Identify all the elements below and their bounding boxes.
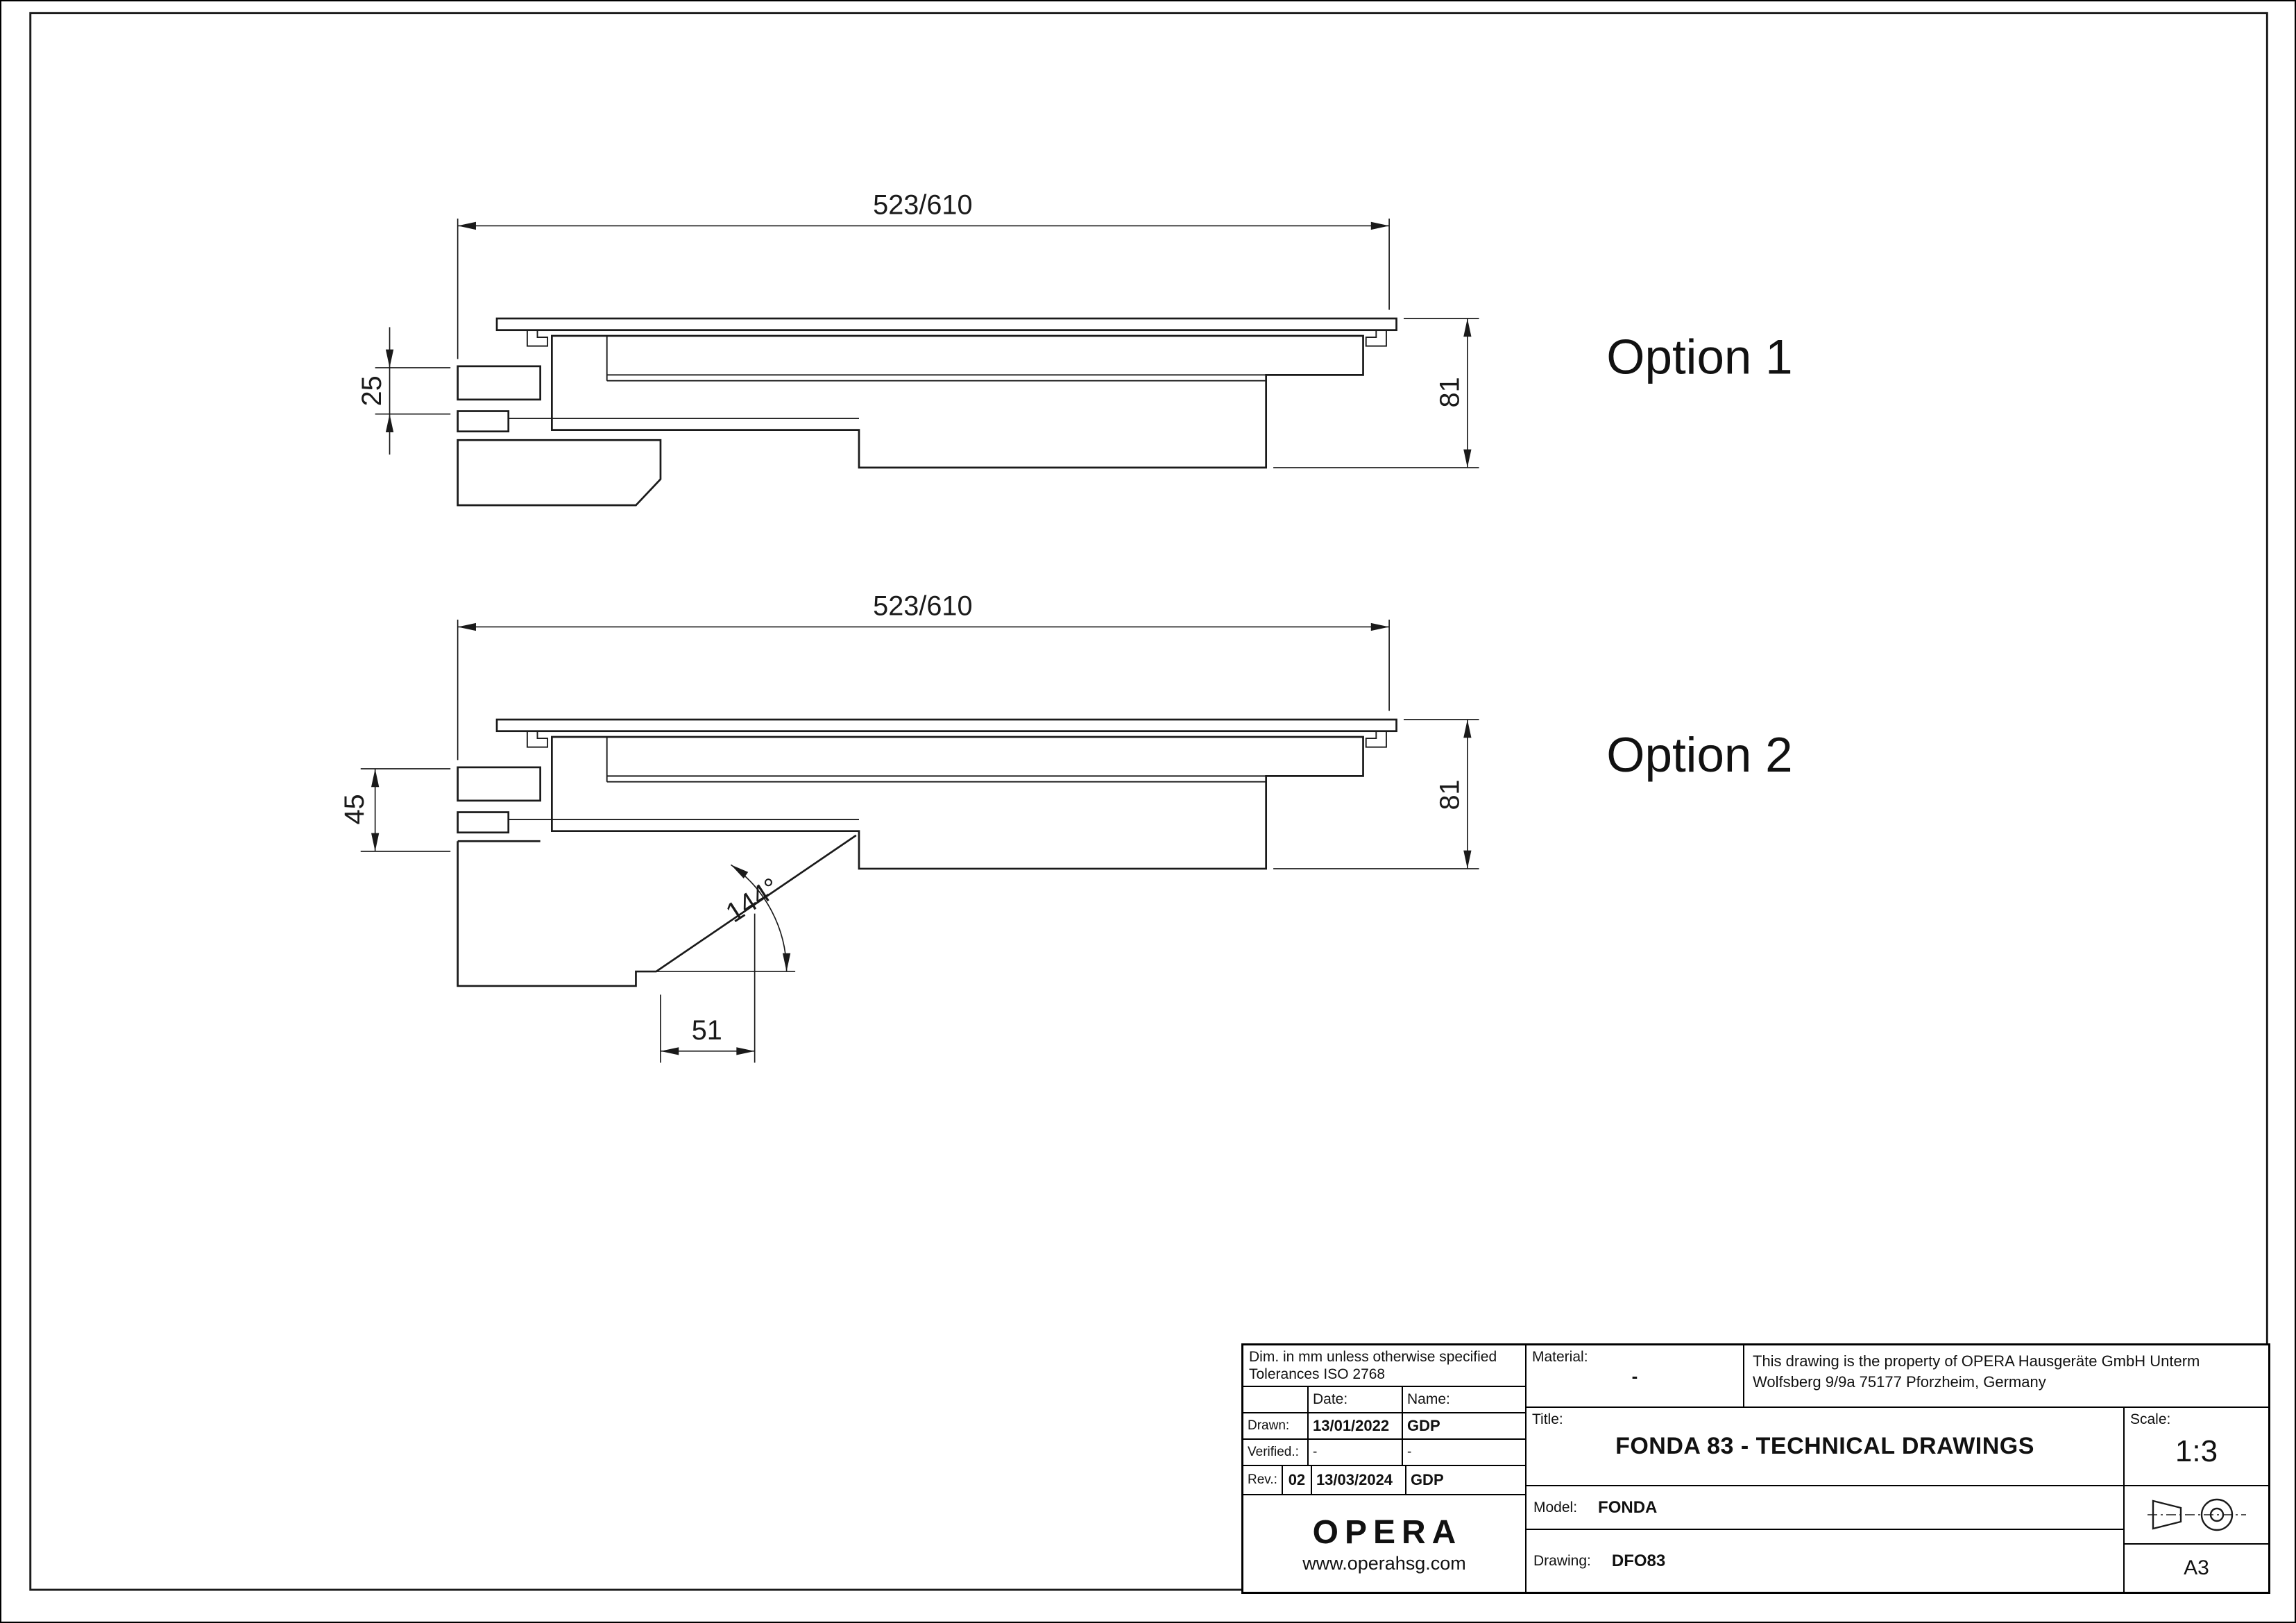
option2-bracket-base bbox=[457, 834, 857, 987]
option1-body-profile bbox=[551, 334, 1364, 469]
option2-bracket-step2 bbox=[457, 811, 510, 834]
scale-value: 1:3 bbox=[2175, 1434, 2218, 1468]
option2-width-dimension: 523/610 bbox=[457, 591, 1390, 760]
option2-offset-dim-text: 51 bbox=[692, 1015, 722, 1046]
option1-glass-top bbox=[495, 317, 1397, 332]
table-row-revision: Rev.: 02 13/03/2024 GDP bbox=[1243, 1466, 1525, 1496]
option1-bracket-step1 bbox=[457, 365, 542, 401]
rev-date: 13/03/2024 bbox=[1312, 1466, 1406, 1495]
title-cell: Title: FONDA 83 - TECHNICAL DRAWINGS bbox=[1527, 1408, 2123, 1486]
rev-number: 02 bbox=[1283, 1466, 1312, 1495]
company-website: www.operahsg.com bbox=[1302, 1552, 1466, 1574]
title-block: Dim. in mm unless otherwise specified To… bbox=[1241, 1343, 2270, 1594]
option2-label: Option 2 bbox=[1606, 728, 1792, 783]
rev-label: Rev.: bbox=[1243, 1466, 1283, 1495]
scale-cell: Scale: 1:3 bbox=[2125, 1408, 2268, 1486]
option2-inner-lines bbox=[606, 737, 1266, 783]
option1-left-height-dimension: 25 bbox=[357, 327, 451, 455]
drawn-name: GDP bbox=[1407, 1417, 1440, 1435]
material-cell: Material: - bbox=[1527, 1345, 1744, 1407]
drawing-number-label: Drawing: bbox=[1533, 1552, 1591, 1569]
title-model-drawing-column: Title: FONDA 83 - TECHNICAL DRAWINGS Mod… bbox=[1527, 1408, 2125, 1592]
option2-offset-dimension: 51 bbox=[660, 913, 756, 1063]
drawing-title: FONDA 83 - TECHNICAL DRAWINGS bbox=[1615, 1433, 2034, 1459]
rev-name: GDP bbox=[1410, 1471, 1444, 1489]
option1-right-clip bbox=[1365, 329, 1387, 347]
dim-note-line2: Tolerances ISO 2768 bbox=[1249, 1366, 1386, 1383]
option2-left-height-dimension: 45 bbox=[339, 768, 451, 852]
option2-right-clip bbox=[1365, 730, 1387, 748]
title-label: Title: bbox=[1532, 1411, 1563, 1427]
option1-label: Option 1 bbox=[1606, 330, 1792, 384]
verified-name: - bbox=[1407, 1445, 1412, 1460]
scale-column: Scale: 1:3 A3 bbox=[2125, 1408, 2268, 1592]
company-logo-cell: OPERA www.operahsg.com bbox=[1243, 1495, 1525, 1592]
option2-left-clip bbox=[526, 730, 549, 748]
title-block-right-column: Material: - This drawing is the property… bbox=[1527, 1345, 2268, 1592]
sheet-frame bbox=[29, 12, 2268, 1591]
scale-label: Scale: bbox=[2130, 1411, 2171, 1427]
drawn-date: 13/01/2022 bbox=[1309, 1413, 1403, 1439]
material-label: Material: bbox=[1532, 1349, 1588, 1365]
drawn-label: Drawn: bbox=[1243, 1413, 1309, 1439]
title-block-top-row: Material: - This drawing is the property… bbox=[1527, 1345, 2268, 1408]
option1-bracket-step2 bbox=[457, 410, 510, 433]
projection-symbol-cell bbox=[2125, 1486, 2268, 1545]
option2-drawing: 523/610 45 bbox=[339, 591, 1793, 1063]
table-header-row: Date: Name: bbox=[1243, 1387, 1525, 1414]
title-block-main-row: Title: FONDA 83 - TECHNICAL DRAWINGS Mod… bbox=[1527, 1408, 2268, 1592]
model-value: FONDA bbox=[1598, 1497, 1658, 1517]
option2-right-height-dim-text: 81 bbox=[1434, 779, 1465, 810]
option1-bracket-base bbox=[457, 439, 662, 507]
option2-width-dim-text: 523/610 bbox=[873, 591, 972, 622]
option2-glass-top bbox=[495, 718, 1397, 733]
option2-body-profile bbox=[551, 736, 1364, 870]
material-value: - bbox=[1631, 1365, 1638, 1386]
verified-label: Verified.: bbox=[1243, 1440, 1309, 1465]
table-row-verified: Verified.: - - bbox=[1243, 1440, 1525, 1467]
model-cell: Model: FONDA bbox=[1527, 1486, 2123, 1530]
opera-logo: OPERA bbox=[1312, 1513, 1463, 1551]
option1-inner-lines bbox=[606, 336, 1266, 382]
dim-note-line1: Dim. in mm unless otherwise specified bbox=[1249, 1349, 1497, 1365]
drawing-number-cell: Drawing: DFO83 bbox=[1527, 1530, 2123, 1592]
property-note: This drawing is the property of OPERA Ha… bbox=[1753, 1352, 2200, 1391]
drawing-number-value: DFO83 bbox=[1611, 1551, 1666, 1570]
table-header-date: Date: bbox=[1309, 1387, 1403, 1413]
option2-bracket-step1 bbox=[457, 766, 542, 802]
option1-left-height-dim-text: 25 bbox=[357, 375, 387, 406]
verified-date: - bbox=[1309, 1440, 1403, 1465]
option1-left-clip bbox=[526, 329, 549, 347]
option1-right-height-dimension: 81 bbox=[1273, 318, 1479, 468]
option1-width-dimension: 523/610 bbox=[457, 190, 1390, 359]
option1-right-height-dim-text: 81 bbox=[1434, 377, 1465, 407]
paper-size: A3 bbox=[2184, 1556, 2209, 1579]
dimension-note: Dim. in mm unless otherwise specified To… bbox=[1243, 1345, 1525, 1388]
option2-right-height-dimension: 81 bbox=[1273, 719, 1479, 869]
option1-width-dim-text: 523/610 bbox=[873, 190, 972, 221]
table-header-name: Name: bbox=[1407, 1391, 1450, 1408]
option2-left-height-dim-text: 45 bbox=[339, 794, 370, 824]
model-label: Model: bbox=[1533, 1499, 1578, 1515]
title-block-left-column: Dim. in mm unless otherwise specified To… bbox=[1243, 1345, 1527, 1592]
table-header-empty-cell bbox=[1243, 1387, 1309, 1413]
option1-drawing: 523/610 25 bbox=[357, 190, 1793, 507]
table-row-drawn: Drawn: 13/01/2022 GDP bbox=[1243, 1413, 1525, 1441]
option2-angle-annotation: 144° bbox=[656, 864, 796, 972]
first-angle-projection-icon bbox=[2147, 1498, 2246, 1531]
